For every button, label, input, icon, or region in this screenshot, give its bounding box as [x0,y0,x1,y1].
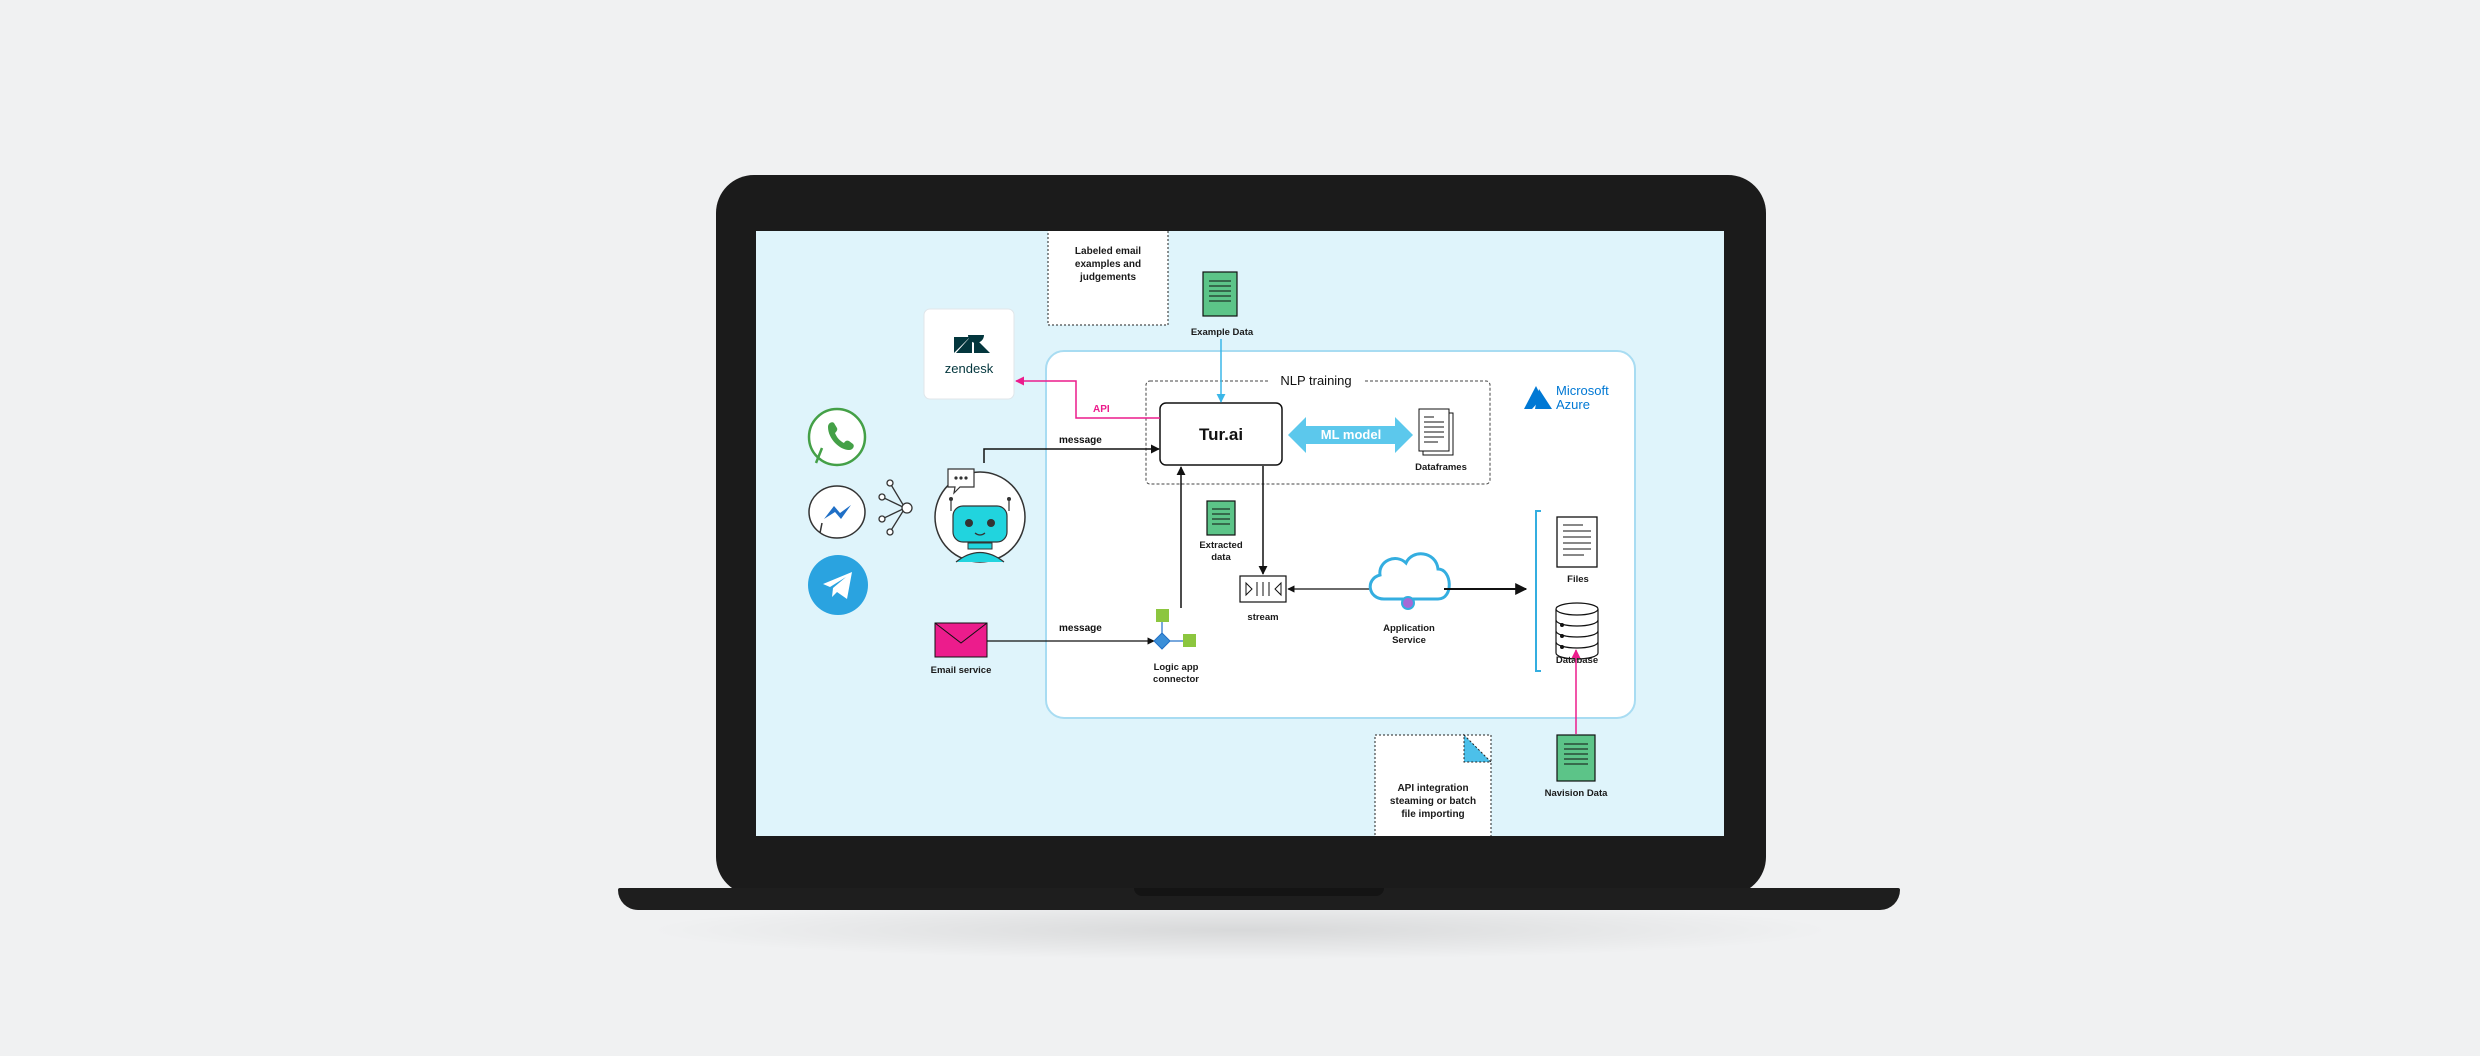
stream-label: stream [1247,612,1278,623]
labeled-note-line3: judgements [1079,272,1137,283]
extracted-data-line1: Extracted [1199,540,1242,551]
app-service-line2: Service [1392,635,1426,646]
fanout-connector [878,479,913,536]
zendesk-icon [954,337,970,353]
azure-line2: Azure [1556,397,1590,412]
architecture-diagram: Microsoft Azure NLP training Tur.ai ML m… [807,231,1636,836]
api-label: API [1093,404,1110,415]
zendesk-label: zendesk [945,361,994,376]
dataframes-label: Dataframes [1415,462,1467,473]
email-service-label: Email service [931,665,992,676]
nlp-training-title: NLP training [1280,373,1351,388]
labeled-note-line2: examples and [1075,259,1141,270]
telegram-icon[interactable] [808,555,868,615]
message-bottom-label: message [1059,623,1102,634]
api-note-line2: steaming or batch [1390,796,1476,807]
chatbot-icon[interactable] [934,468,1026,563]
zendesk-card[interactable]: zendesk [923,308,1015,400]
azure-line1: Microsoft [1556,383,1609,398]
extracted-data-icon [1206,500,1236,536]
laptop-screen: Microsoft Azure NLP training Tur.ai ML m… [756,231,1724,836]
api-note-line3: file importing [1401,809,1464,820]
navision-data-icon [1556,734,1596,782]
database-icon[interactable] [1555,602,1599,660]
connector-icon[interactable] [1153,609,1196,650]
example-data-icon [1202,271,1238,317]
message-top-label: message [1059,435,1102,446]
labeled-email-note: Labeled email examples and judgements [1047,231,1169,326]
files-icon[interactable] [1556,516,1598,568]
database-label: Database [1556,655,1598,666]
turai-label: Tur.ai [1199,425,1243,444]
api-integration-note: API integration steaming or batch file i… [1374,733,1493,836]
navision-data-label: Navision Data [1545,788,1609,799]
logic-app-line1: Logic app [1154,662,1199,673]
azure-icon [1524,386,1542,409]
messenger-icon[interactable] [808,485,866,539]
email-icon[interactable] [934,622,988,658]
example-data-label: Example Data [1191,327,1254,338]
storage-bracket [1535,510,1541,672]
dataframes-icon [1418,408,1454,456]
files-label: Files [1567,574,1589,585]
extracted-data-line2: data [1211,552,1231,563]
stream-icon[interactable] [1239,575,1287,603]
laptop-notch [1134,888,1384,896]
turai-box[interactable] [1159,402,1283,466]
ml-model-arrow [1288,417,1413,453]
logic-app-line2: connector [1153,674,1199,685]
laptop-shadow [640,900,1840,960]
ml-model-label: ML model [1321,427,1381,442]
cloud-icon[interactable] [1368,552,1451,610]
whatsapp-icon[interactable] [807,407,867,467]
laptop-base [618,888,1900,910]
labeled-note-line1: Labeled email [1075,246,1141,257]
app-service-line1: Application [1383,623,1435,634]
api-note-line1: API integration [1397,783,1468,794]
message-top-arrow [983,444,1160,463]
azure-logo: Microsoft Azure [1524,383,1609,412]
api-arrow [1015,376,1160,419]
